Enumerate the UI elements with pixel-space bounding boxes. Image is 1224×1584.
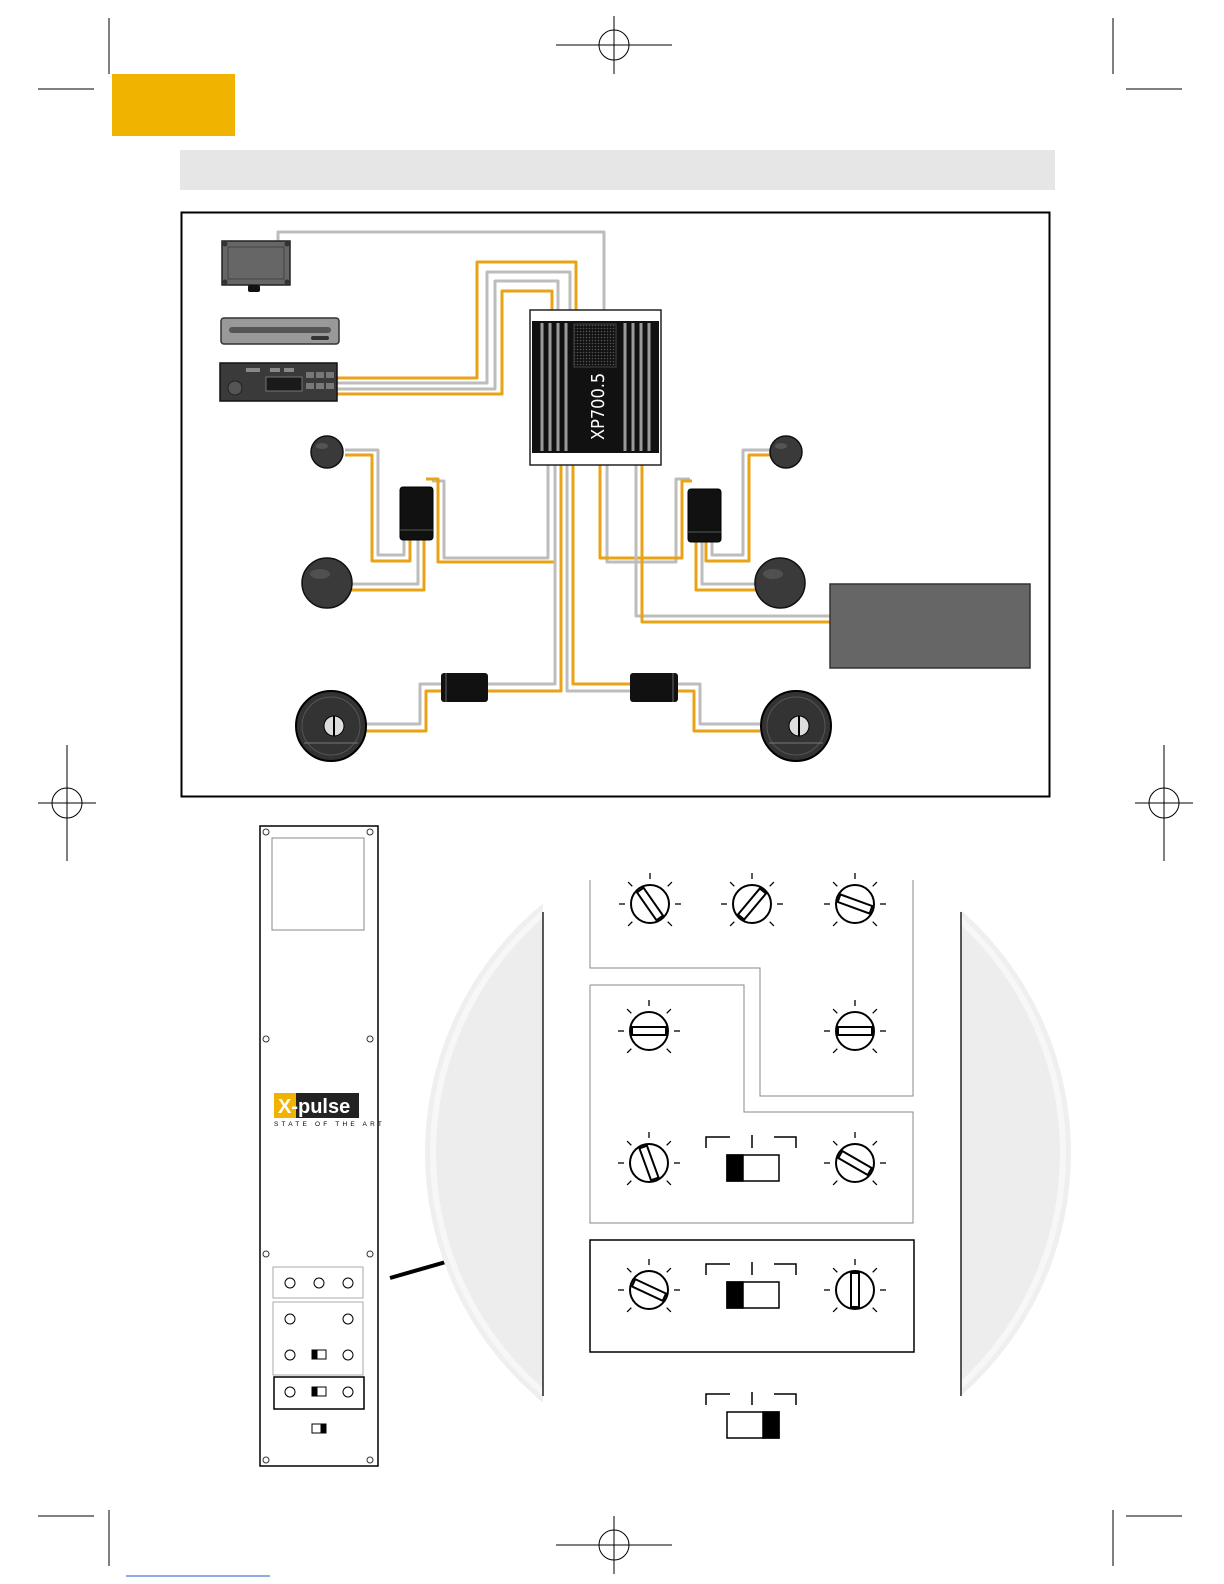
amplifier-panel: X-pulse STATE OF THE ART	[260, 826, 385, 1466]
logo-main-text: X-pulse	[278, 1096, 350, 1118]
amplifier-label: XP700.5	[588, 373, 609, 440]
tweeter-icon	[770, 436, 802, 468]
subwoofer-icon	[761, 691, 831, 761]
cd-changer-icon	[221, 318, 339, 344]
registration-mark-top	[556, 16, 672, 74]
source-unit-icon	[222, 241, 290, 292]
section-tab	[112, 74, 235, 136]
midrange-speaker-icon	[302, 558, 352, 608]
registration-mark-right	[1135, 745, 1193, 861]
crossover-icon	[688, 489, 721, 542]
inline-filter-icon	[441, 673, 488, 702]
car-radio-icon	[220, 363, 337, 401]
amplifier-icon: XP700.5	[530, 310, 661, 465]
subwoofer-box-icon	[830, 584, 1030, 668]
crossover-icon	[400, 487, 433, 540]
registration-mark-bottom	[556, 1516, 672, 1574]
zoom-detail	[425, 826, 1071, 1476]
logo-sub-text: STATE OF THE ART	[274, 1121, 385, 1128]
subwoofer-icon	[296, 691, 366, 761]
registration-mark-left	[38, 745, 96, 861]
midrange-speaker-icon	[755, 558, 805, 608]
panel-window	[272, 838, 364, 930]
inline-filter-icon	[630, 673, 678, 702]
header-bar	[180, 150, 1055, 190]
tweeter-icon	[311, 436, 343, 468]
